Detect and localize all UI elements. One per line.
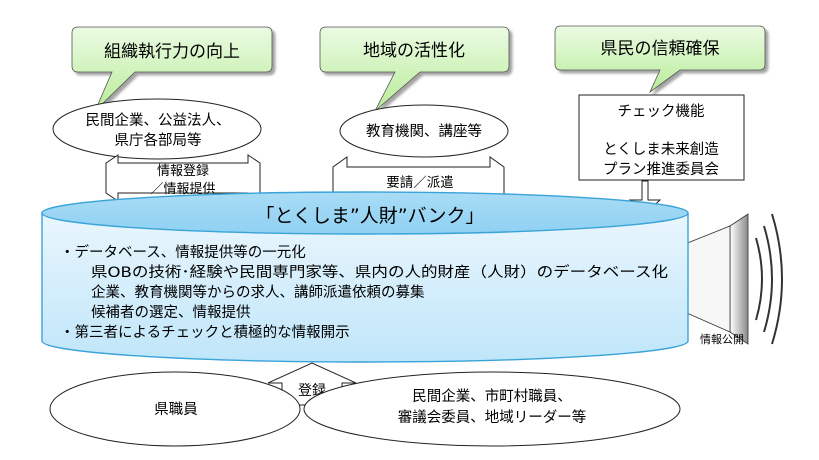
info-exchange-arrow: 情報登録 ／情報提供 [105, 154, 261, 202]
bank-title: 「とくしま”人財”バンク」 [255, 205, 484, 227]
ellipse-private-companies: 民間企業、公益法人、 県庁各部局等 [52, 98, 262, 160]
callout-regional: 地域の活性化 [319, 26, 510, 112]
ellipse-prefectural-staff-text: 県職員 [154, 401, 198, 418]
jinzai-bank-cylinder: 「とくしま”人財”バンク」 ・データベース、情報提供等の一元化 県OBの技術･経… [41, 191, 689, 363]
check-committee-box: チェック機能 とくしま未来創造 プラン推進委員会 [578, 94, 745, 181]
ellipse-private-municipal-line-1: 民間企業、市町村職員、 [412, 387, 572, 405]
check-committee-line-4: プラン推進委員会 [603, 161, 719, 178]
ellipse-private-municipal-line-2: 審議会委員、地域リーダー等 [398, 408, 587, 426]
check-committee-line-1: チェック機能 [618, 103, 705, 120]
speaker-label: 情報公開 [700, 333, 744, 346]
callout-trust: 県民の信頼確保 [554, 25, 766, 94]
callout-organization-text: 組織執行力の向上 [104, 42, 240, 62]
info-arrow-line-2: ／情報提供 [150, 181, 215, 197]
callout-organization: 組織執行力の向上 [71, 26, 273, 112]
speaker-icon [679, 213, 783, 345]
request-arrow-text: 要請／派遣 [386, 175, 454, 191]
bank-bullet-5: ・第三者によるチェックと積極的な情報開示 [60, 323, 350, 341]
ellipse-private-municipal: 民間企業、市町村職員、 審議会委員、地域リーダー等 [303, 371, 681, 447]
bank-bullet-4: 候補者の選定、情報提供 [91, 304, 251, 321]
info-arrow-line-1: 情報登録 [157, 164, 209, 179]
check-committee-line-3: とくしま未来創造 [603, 141, 719, 158]
callout-trust-text: 県民の信頼確保 [601, 39, 720, 59]
ellipse-education-text: 教育機関、講座等 [366, 122, 482, 140]
ellipse-prefectural-staff: 県職員 [49, 371, 301, 447]
callout-regional-text: 地域の活性化 [363, 41, 465, 61]
bank-bullet-1: ・データベース、情報提供等の一元化 [60, 243, 306, 261]
bank-bullet-3: 企業、教育機関等からの求人、講師派遣依頼の募集 [91, 283, 425, 301]
bank-bullet-2: 県OBの技術･経験や民間専門家等、県内の人的財産（人財）のデータベース化 [91, 263, 668, 281]
ellipse-education: 教育機関、講座等 [339, 104, 509, 158]
ellipse-private-companies-line-2: 県庁各部局等 [115, 131, 202, 149]
ellipse-private-companies-line-1: 民間企業、公益法人、 [86, 111, 231, 129]
